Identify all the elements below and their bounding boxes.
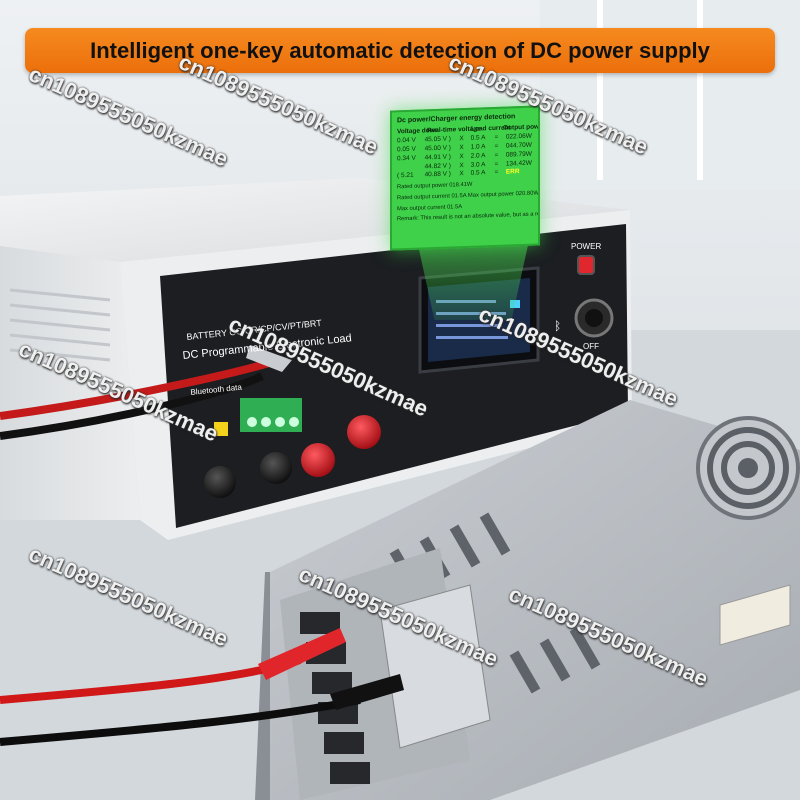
off-label: OFF [583, 342, 599, 351]
cell: = [494, 134, 499, 142]
bluetooth-icon: ᛒ [554, 319, 561, 333]
cell: X [459, 161, 464, 169]
cell: 40.88 V ) [424, 170, 451, 179]
cell: = [494, 151, 499, 159]
headline-banner: Intelligent one-key automatic detection … [25, 28, 775, 73]
cell: = [494, 142, 499, 150]
cell: X [459, 144, 464, 152]
projection-beam [418, 245, 528, 320]
header-gap [497, 125, 499, 134]
header-gap [465, 126, 467, 135]
cell: X [459, 170, 464, 178]
error-cell: ERR [505, 168, 520, 176]
readout-title: Dc power/Charger energy detection [397, 113, 516, 125]
headline-text: Intelligent one-key automatic detection … [90, 37, 710, 63]
cell: X [459, 152, 464, 160]
cell: 0.5 A [470, 169, 486, 178]
cell: ( 5.21 [397, 172, 414, 180]
cell: = [494, 160, 499, 168]
power-button-icon [577, 255, 595, 275]
readout-footer-line: Remark: This result is not an absolute v… [397, 211, 540, 223]
binding-posts [204, 415, 381, 498]
cell: X [459, 135, 464, 143]
fan-grille-icon [696, 416, 800, 520]
cell: = [494, 169, 499, 177]
load-side [0, 246, 140, 520]
green-terminal-block [240, 398, 302, 432]
readout-panel: Dc power/Charger energy detection Voltag… [390, 105, 540, 251]
power-label: POWER [571, 242, 602, 251]
